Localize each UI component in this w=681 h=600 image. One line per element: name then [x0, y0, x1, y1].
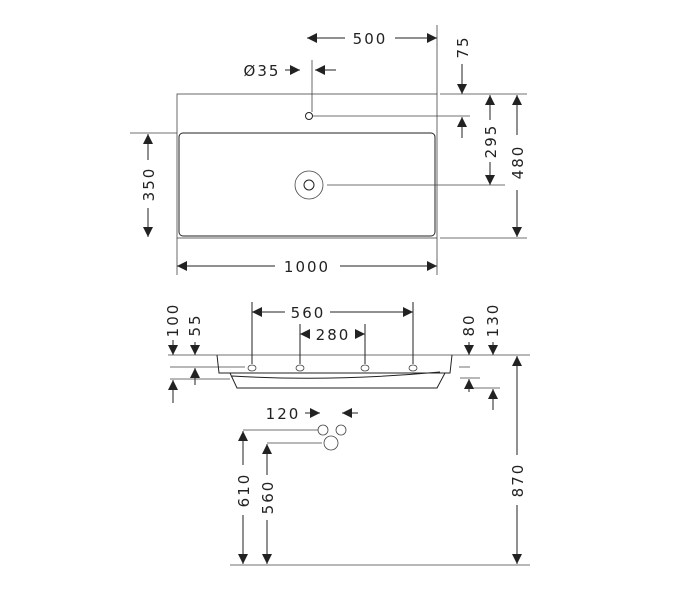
dim-560-height: 560 [259, 480, 277, 515]
dim-560-holes: 560 [291, 304, 326, 322]
dim-610: 610 [235, 473, 253, 508]
side-view: 560 280 100 55 80 130 870 120 610 560 [164, 302, 530, 566]
dim-100: 100 [164, 303, 182, 338]
dim-75: 75 [454, 35, 472, 58]
dim-870: 870 [509, 463, 527, 498]
dim-120: 120 [266, 405, 301, 423]
tap-hole [305, 112, 313, 120]
dim-480: 480 [509, 145, 527, 180]
dim-295: 295 [482, 124, 500, 159]
dim-280: 280 [316, 326, 351, 344]
dim-350: 350 [140, 167, 158, 202]
drain-outer [294, 170, 324, 200]
tap-holes [247, 364, 418, 372]
dim-55: 55 [186, 313, 204, 336]
drain-inner [303, 179, 315, 191]
waste-connections [317, 424, 347, 451]
top-view: 500 Ø35 75 295 480 350 1000 [130, 25, 527, 276]
basin-outline [176, 93, 438, 239]
basin-bowl [178, 132, 436, 237]
dim-130: 130 [484, 303, 502, 338]
dim-80: 80 [460, 313, 478, 336]
dim-1000: 1000 [284, 258, 330, 276]
dim-500: 500 [353, 30, 388, 48]
basin-profile [216, 354, 453, 389]
dim-tap-diameter: Ø35 [244, 62, 281, 80]
